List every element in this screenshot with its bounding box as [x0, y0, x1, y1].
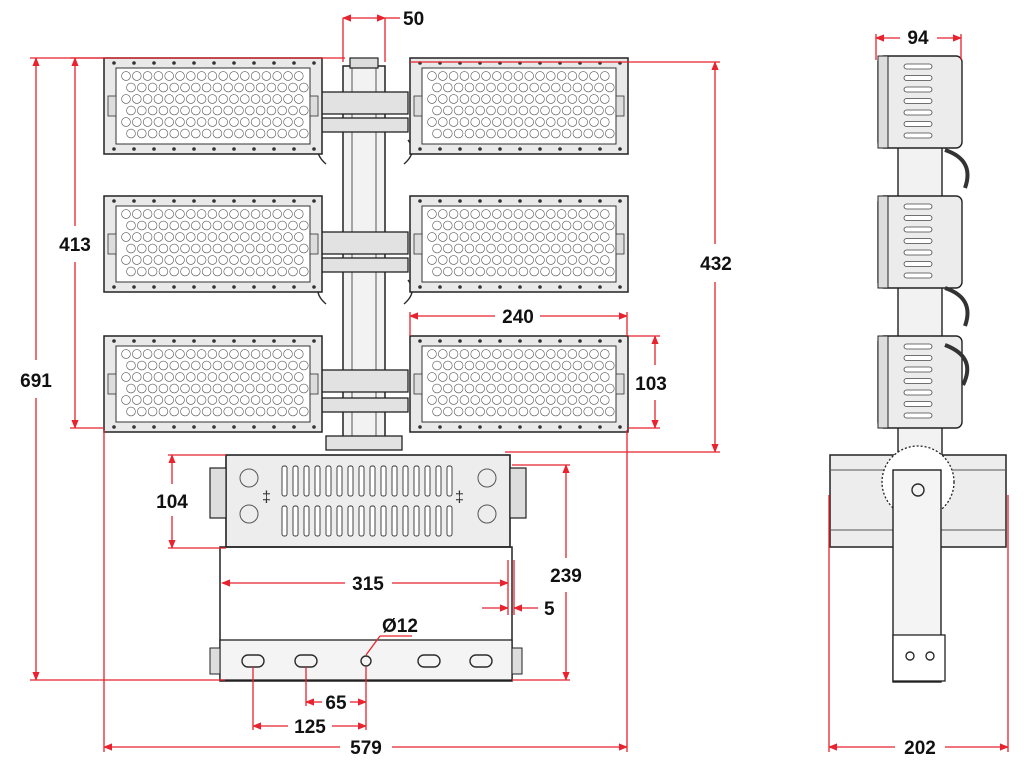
dim-total-height: 691	[20, 371, 52, 392]
side-led-module	[877, 195, 963, 289]
mounting-bracket	[209, 546, 523, 682]
dim-driver-height: 104	[156, 492, 188, 513]
led-module	[409, 335, 629, 433]
dim-hole-spacing-large: 125	[294, 717, 326, 738]
dim-bracket-height: 239	[550, 566, 582, 587]
side-led-modules	[877, 55, 963, 429]
led-module	[103, 335, 323, 433]
led-module	[103, 195, 323, 293]
dim-pole-offset: 50	[403, 9, 424, 30]
dim-module-height: 103	[635, 374, 667, 395]
dimension-lines	[30, 14, 1009, 752]
pole-clamps	[317, 91, 413, 451]
front-view: ‡ ‡	[103, 57, 629, 682]
led-module	[103, 57, 323, 155]
dim-hole-diameter: Ø12	[382, 616, 418, 637]
dim-side-width: 202	[904, 738, 936, 759]
dim-edge-gap: 5	[544, 599, 555, 620]
side-led-module	[877, 335, 963, 429]
driver-box: ‡ ‡	[209, 454, 527, 548]
dim-module-width: 240	[502, 307, 534, 328]
dim-array-height: 413	[59, 235, 91, 256]
led-module	[409, 195, 629, 293]
svg-text:‡: ‡	[455, 489, 464, 506]
driver-fins	[281, 465, 453, 537]
led-modules	[103, 57, 629, 433]
dim-hole-spacing-small: 65	[325, 693, 347, 714]
led-module	[409, 57, 629, 155]
dimension-labels: 50 94 413 691 432 240 103 104 239 315 5 …	[20, 9, 936, 759]
side-view	[829, 55, 1007, 683]
svg-text:‡: ‡	[262, 489, 271, 506]
dim-side-depth: 94	[907, 28, 929, 49]
side-led-module	[877, 55, 963, 149]
dim-bracket-width: 315	[352, 574, 384, 595]
dim-panel-span: 432	[700, 254, 732, 275]
dim-total-width: 579	[350, 738, 382, 759]
